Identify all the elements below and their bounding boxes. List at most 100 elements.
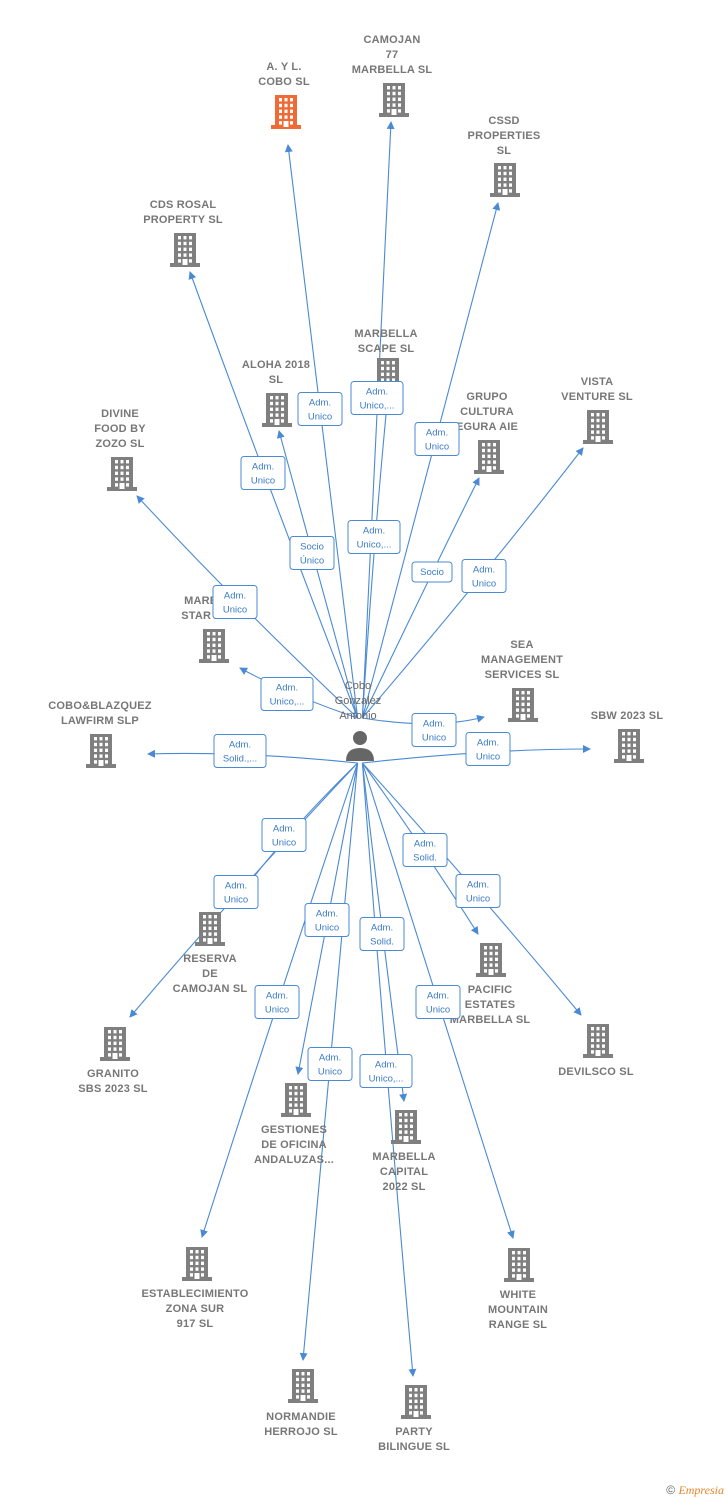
edge-label-a-y-l-cobo[interactable]: Adm.Unico <box>297 392 343 426</box>
edge-label-marbella-capital[interactable]: Adm.Solid. <box>359 917 405 951</box>
edge-label-cssd-properties[interactable]: Adm.Unico <box>414 422 460 456</box>
edge-label-cobo-blazquez[interactable]: Adm.Solid.,... <box>213 734 267 768</box>
footer-brand[interactable]: © Empresia <box>666 1483 724 1498</box>
building-icon-pacific-estates[interactable] <box>476 943 506 977</box>
building-icon-normandie[interactable] <box>288 1369 318 1403</box>
svg-text:Adm.Unico: Adm.Unico <box>251 462 275 487</box>
building-icon-establecimiento[interactable] <box>182 1247 212 1281</box>
node-label-devilsco[interactable]: DEVILSCO SL <box>558 1066 634 1078</box>
svg-text:Adm.Unico,...: Adm.Unico,... <box>270 683 305 708</box>
building-icon-cssd-properties[interactable] <box>490 163 520 197</box>
building-icon-white-mountain[interactable] <box>504 1248 534 1282</box>
edge-label-vista-venture[interactable]: Adm.Unico <box>461 559 507 593</box>
svg-text:Adm.Unico: Adm.Unico <box>308 398 332 423</box>
edge-label-cds-rosal[interactable]: Adm.Unico <box>240 456 286 490</box>
svg-text:Adm.Solid.: Adm.Solid. <box>370 923 394 948</box>
svg-text:Adm.Unico: Adm.Unico <box>272 824 296 849</box>
svg-text:Adm.Unico: Adm.Unico <box>315 909 339 934</box>
edge-aloha-2018 <box>276 430 359 719</box>
edge-label-reserva-camojan[interactable]: Adm.Unico <box>261 818 307 852</box>
edge-label-pacific-estates[interactable]: Adm.Solid. <box>402 833 448 867</box>
node-label-sbw-2023[interactable]: SBW 2023 SL <box>591 710 664 722</box>
building-icon-cobo-blazquez[interactable] <box>86 734 116 768</box>
edge-label-gestiones-oficina[interactable]: Adm.Unico <box>304 903 350 937</box>
edge-label-sea-management[interactable]: Adm.Unico <box>411 713 457 747</box>
building-icon-vista-venture[interactable] <box>583 410 613 444</box>
building-icon-marb-star[interactable] <box>199 629 229 663</box>
edge-label-sbw-2023[interactable]: Adm.Unico <box>465 732 511 766</box>
edge-label-marb-star[interactable]: Adm.Unico,... <box>260 677 314 711</box>
svg-text:Adm.Unico: Adm.Unico <box>223 591 247 616</box>
edge-label-establecimiento[interactable]: Adm.Unico <box>254 985 300 1019</box>
building-icon-divine-food[interactable] <box>107 457 137 491</box>
svg-text:Adm.Unico,...: Adm.Unico,... <box>360 387 395 412</box>
edge-label-devilsco[interactable]: Adm.Unico <box>455 874 501 908</box>
person-icon[interactable] <box>346 731 374 761</box>
building-icon-gestiones-oficina[interactable] <box>281 1083 311 1117</box>
svg-text:Socio: Socio <box>420 567 444 578</box>
edge-labels-layer: Adm.UnicoAdm.Unico,...Adm.UnicoAdm.Unico… <box>212 381 511 1088</box>
edge-label-divine-food[interactable]: Adm.Unico <box>212 585 258 619</box>
building-icon-sbw-2023[interactable] <box>614 729 644 763</box>
edge-label-party-bilingue[interactable]: Adm.Unico,... <box>359 1054 413 1088</box>
edge-cssd-properties <box>361 202 501 719</box>
building-icon-a-y-l-cobo[interactable] <box>271 95 301 129</box>
building-icon-granito-sbs[interactable] <box>100 1027 130 1061</box>
edge-grupo-cultura <box>361 477 480 719</box>
building-icon-grupo-cultura[interactable] <box>474 440 504 474</box>
svg-text:Adm.Solid.,...: Adm.Solid.,... <box>223 740 257 765</box>
building-icon-reserva-camojan[interactable] <box>195 912 225 946</box>
svg-text:Adm.Unico,...: Adm.Unico,... <box>357 526 392 551</box>
svg-text:Adm.Unico: Adm.Unico <box>224 881 248 906</box>
svg-text:Adm.Unico: Adm.Unico <box>426 991 450 1016</box>
edge-label-granito-sbs[interactable]: Adm.Unico <box>213 875 259 909</box>
edge-camojan-77 <box>361 121 395 719</box>
building-icon-camojan-77[interactable] <box>379 83 409 117</box>
building-icon-devilsco[interactable] <box>583 1024 613 1058</box>
edge-label-marbella-scape[interactable]: Adm.Unico,... <box>347 520 401 554</box>
node-label-a-y-l-cobo[interactable]: A. Y L.COBO SL <box>258 61 310 88</box>
building-icon-aloha-2018[interactable] <box>262 393 292 427</box>
building-icon-cds-rosal[interactable] <box>170 233 200 267</box>
edge-label-white-mountain[interactable]: Adm.Unico <box>415 985 461 1019</box>
svg-text:Adm.Unico: Adm.Unico <box>476 738 500 763</box>
svg-text:Adm.Unico,...: Adm.Unico,... <box>369 1060 404 1085</box>
edge-label-camojan-77[interactable]: Adm.Unico,... <box>350 381 404 415</box>
edge-label-grupo-cultura[interactable]: Socio <box>411 561 453 583</box>
brand-name: Empresia <box>678 1483 724 1497</box>
building-icon-sea-management[interactable] <box>508 688 538 722</box>
svg-text:Adm.Solid.: Adm.Solid. <box>413 839 437 864</box>
building-icon-marbella-capital[interactable] <box>391 1110 421 1144</box>
building-icon-party-bilingue[interactable] <box>401 1385 431 1419</box>
svg-text:Adm.Unico: Adm.Unico <box>425 428 449 453</box>
svg-text:Adm.Unico: Adm.Unico <box>318 1053 342 1078</box>
edge-label-normandie[interactable]: Adm.Unico <box>307 1047 353 1081</box>
edge-a-y-l-cobo <box>284 144 359 719</box>
